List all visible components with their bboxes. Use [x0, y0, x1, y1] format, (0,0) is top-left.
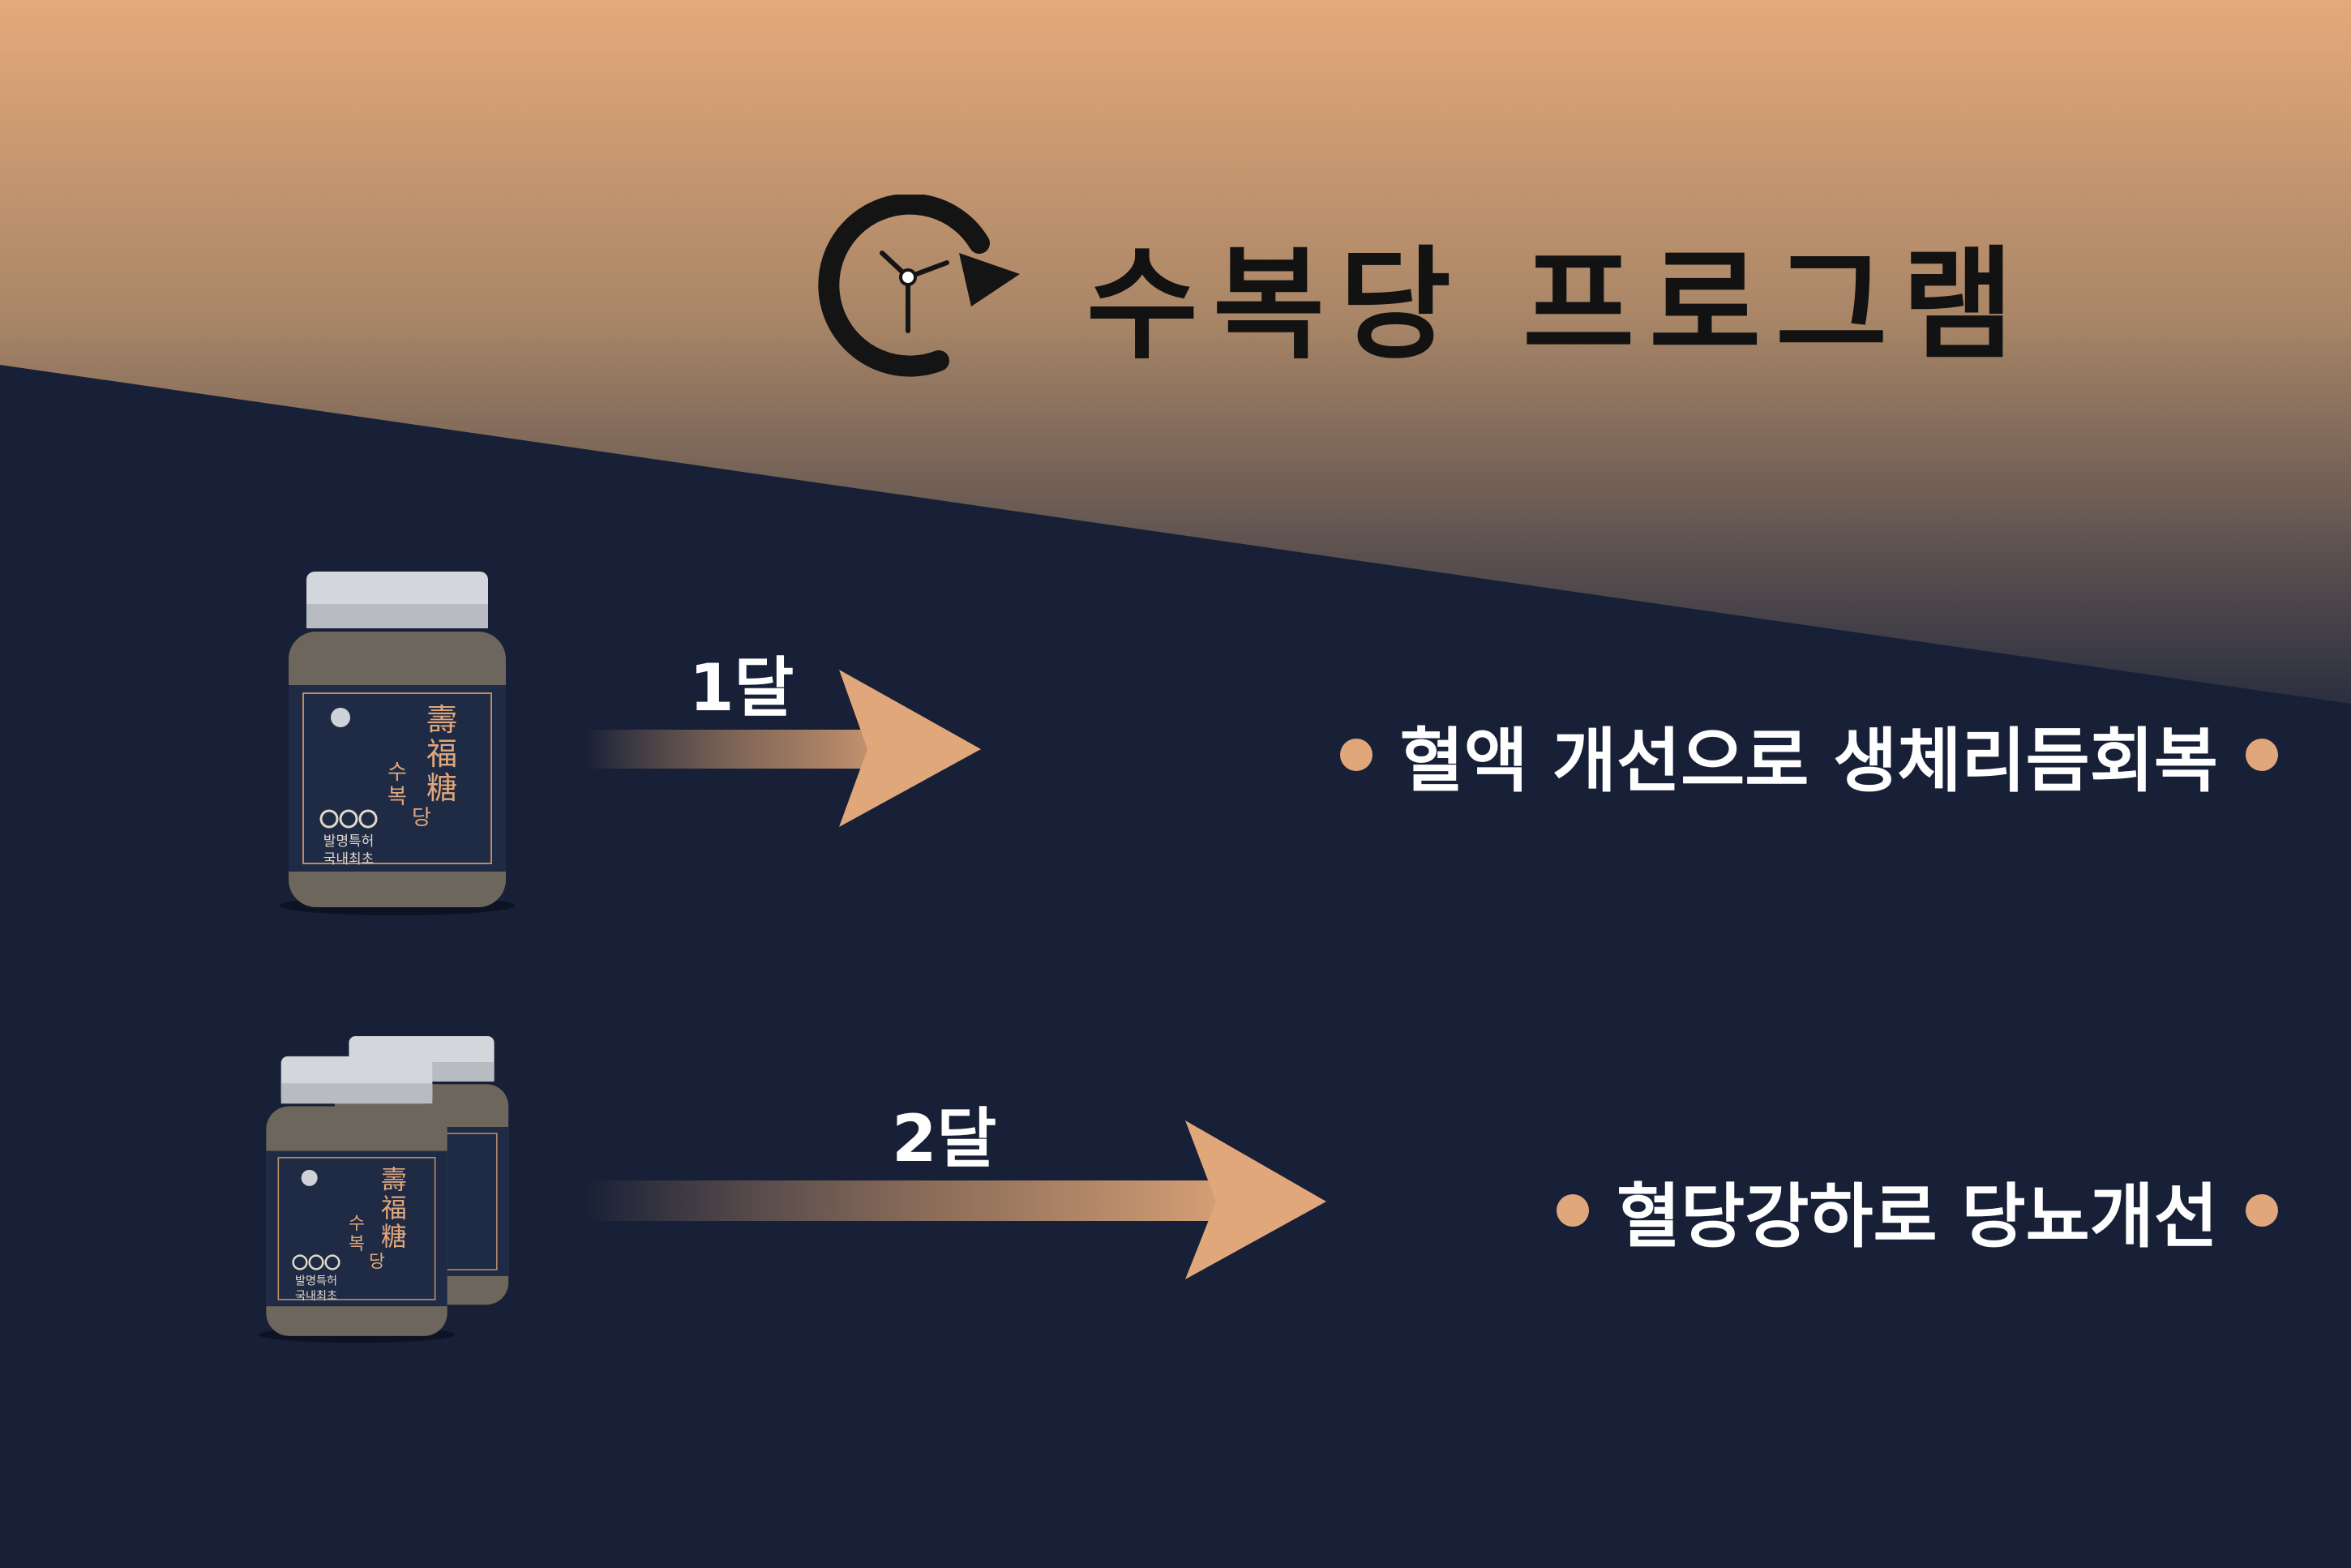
- svg-text:당: 당: [412, 806, 431, 830]
- bullet-dot-icon: [1556, 1193, 1589, 1227]
- svg-text:발명특허: 발명특허: [295, 1275, 337, 1288]
- svg-text:복: 복: [349, 1234, 365, 1254]
- bullet-dot-icon: [2246, 738, 2278, 771]
- product-bottle: 壽 福 糖 수 복 당 발명특허 국내최초: [255, 1031, 458, 1375]
- step-1-result: 혈액 개선으로 생체리듬회복: [1339, 704, 2278, 805]
- svg-text:수: 수: [349, 1214, 365, 1234]
- svg-text:수: 수: [388, 760, 407, 785]
- page-title: 수복당 프로그램: [1086, 233, 2029, 376]
- svg-text:국내최초: 국내최초: [295, 1290, 337, 1303]
- svg-text:壽: 壽: [381, 1166, 407, 1195]
- bullet-dot-icon: [1339, 738, 1372, 771]
- svg-text:福: 福: [426, 736, 457, 772]
- step-1-result-text: 혈액 개선으로 생체리듬회복: [1399, 721, 2218, 802]
- gold-diagonal-band: [0, 0, 2351, 704]
- product-bottle: 壽 福 糖 수 복 당 발명특허 국내최초: [276, 572, 519, 923]
- label-hanja: 壽: [426, 702, 457, 738]
- svg-text:福: 福: [381, 1194, 407, 1223]
- arrow-2-icon: [584, 1120, 1326, 1279]
- svg-text:糖: 糖: [426, 770, 457, 806]
- step-2-result-text: 혈당강하로 당뇨개선: [1616, 1176, 2218, 1257]
- step-2-result: 혈당강하로 당뇨개선: [1556, 1159, 2278, 1261]
- arrow-1-icon: [584, 670, 981, 827]
- step-1-period: 1달: [689, 650, 794, 726]
- svg-text:糖: 糖: [381, 1223, 407, 1252]
- svg-text:복: 복: [388, 785, 407, 809]
- svg-text:당: 당: [369, 1252, 385, 1272]
- bullet-dot-icon: [2246, 1193, 2278, 1227]
- svg-text:국내최초: 국내최초: [323, 851, 375, 868]
- svg-text:발명특허: 발명특허: [323, 833, 375, 850]
- step-2-period: 2달: [892, 1101, 997, 1176]
- clock-refresh-icon: [818, 195, 1020, 377]
